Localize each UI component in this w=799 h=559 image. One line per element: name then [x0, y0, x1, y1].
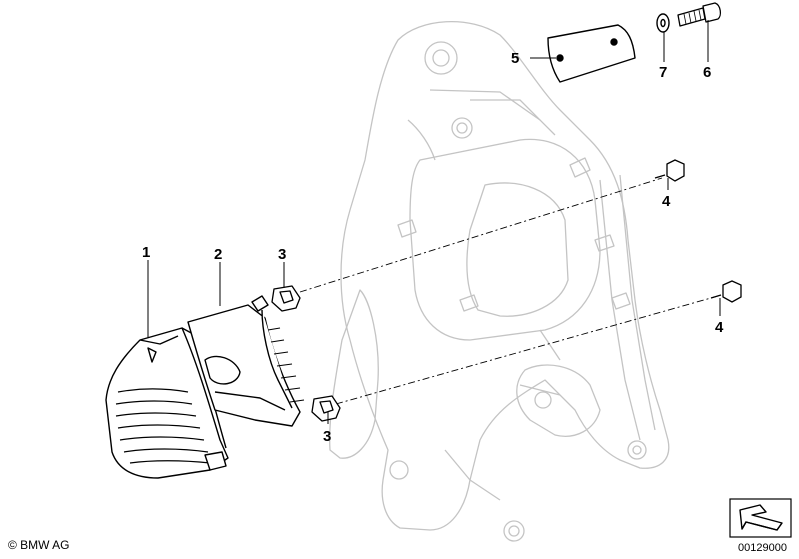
callout-3-lower: 3	[323, 428, 331, 445]
part-3-clip-upper	[271, 285, 301, 312]
callout-labels: 1 2 3 3 4 4 5 6 7	[142, 50, 724, 445]
copyright-text: © BMW AG	[8, 538, 70, 552]
diagram-reference-number: 00129000	[738, 542, 787, 554]
callout-7: 7	[659, 64, 667, 81]
callout-4-upper: 4	[662, 193, 671, 210]
motorcycle-frame	[329, 20, 670, 542]
part-5-cover-plate	[547, 24, 636, 83]
callout-6: 6	[703, 64, 711, 81]
leader-lines	[147, 20, 721, 424]
part-6-bolt	[677, 2, 722, 27]
assembly-lines	[299, 177, 719, 405]
callout-4-lower: 4	[715, 319, 724, 336]
part-1-grille-cover	[105, 327, 229, 479]
part-4-nut-lower	[710, 280, 742, 303]
part-7-washer	[656, 13, 670, 33]
part-3-clip-lower	[311, 395, 341, 422]
part-2-air-duct	[187, 295, 305, 427]
navigation-arrow-icon	[729, 498, 792, 538]
part-4-nut-upper	[654, 159, 685, 182]
callout-1: 1	[142, 244, 150, 261]
callout-5: 5	[511, 50, 519, 67]
callout-3-upper: 3	[278, 246, 286, 263]
callout-2: 2	[214, 246, 222, 263]
